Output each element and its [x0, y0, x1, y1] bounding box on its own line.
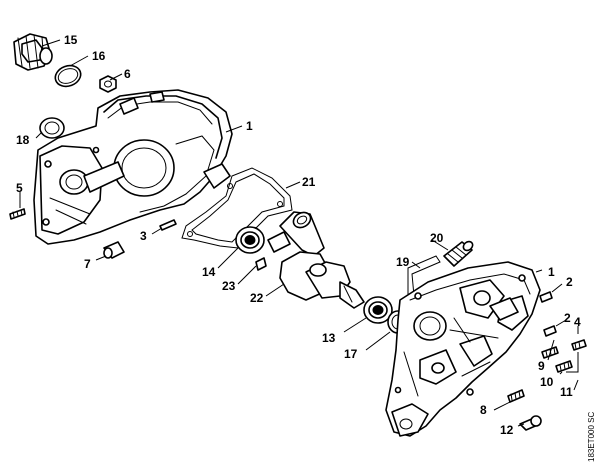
part-2-screw-lower: [543, 325, 557, 337]
callout-12: 12: [500, 423, 514, 437]
callout-18: 18: [16, 133, 30, 147]
callout-5: 5: [16, 181, 23, 195]
part-5-screw: [9, 208, 26, 220]
part-12-screw: [519, 415, 542, 431]
part-22-crankshaft: [267, 211, 365, 309]
part-10-stud: [555, 360, 573, 373]
callout-17: 17: [344, 347, 358, 361]
callout-9: 9: [538, 359, 545, 373]
callout-7: 7: [84, 257, 91, 271]
part-15-fitting: [13, 33, 53, 71]
callout-11: 11: [560, 385, 573, 399]
drawing-code: 183ET000 SC: [587, 412, 596, 462]
part-3-pin: [159, 219, 177, 231]
part-18-seal: [39, 117, 65, 139]
part-13-bearing: [363, 296, 393, 324]
callout-labels: 15 16 6 18 1 21 5 3 7 14 23 22 20 19 1 2…: [16, 33, 581, 437]
callout-4: 4: [574, 315, 581, 329]
part-7-plug: [103, 241, 125, 259]
crankcase-right-half: [385, 261, 541, 437]
callout-8: 8: [480, 403, 487, 417]
callout-2-upper: 2: [566, 275, 573, 289]
part-23-key: [255, 257, 267, 271]
callout-1-right: 1: [548, 265, 555, 279]
part-4-stud: [571, 339, 587, 351]
callout-23: 23: [222, 279, 236, 293]
callout-16: 16: [92, 49, 106, 63]
part-20-assembly: [443, 240, 474, 267]
part-6-nut: [99, 75, 117, 93]
callout-2-lower: 2: [564, 311, 571, 325]
callout-14: 14: [202, 265, 216, 279]
callout-22: 22: [250, 291, 264, 305]
callout-1-left: 1: [246, 119, 253, 133]
callout-10: 10: [540, 375, 554, 389]
part-14-bearing: [235, 226, 265, 254]
part-8-stud: [507, 389, 525, 403]
callout-3: 3: [140, 229, 147, 243]
part-2-screw-upper: [539, 291, 553, 303]
leader-lines: [19, 39, 579, 427]
part-16-o-ring: [54, 64, 82, 88]
crankcase-left-half: [33, 89, 233, 245]
callout-6: 6: [124, 67, 131, 81]
callout-15: 15: [64, 33, 78, 47]
callout-19: 19: [396, 255, 410, 269]
callout-13: 13: [322, 331, 336, 345]
callout-20: 20: [430, 231, 444, 245]
callout-21: 21: [302, 175, 316, 189]
